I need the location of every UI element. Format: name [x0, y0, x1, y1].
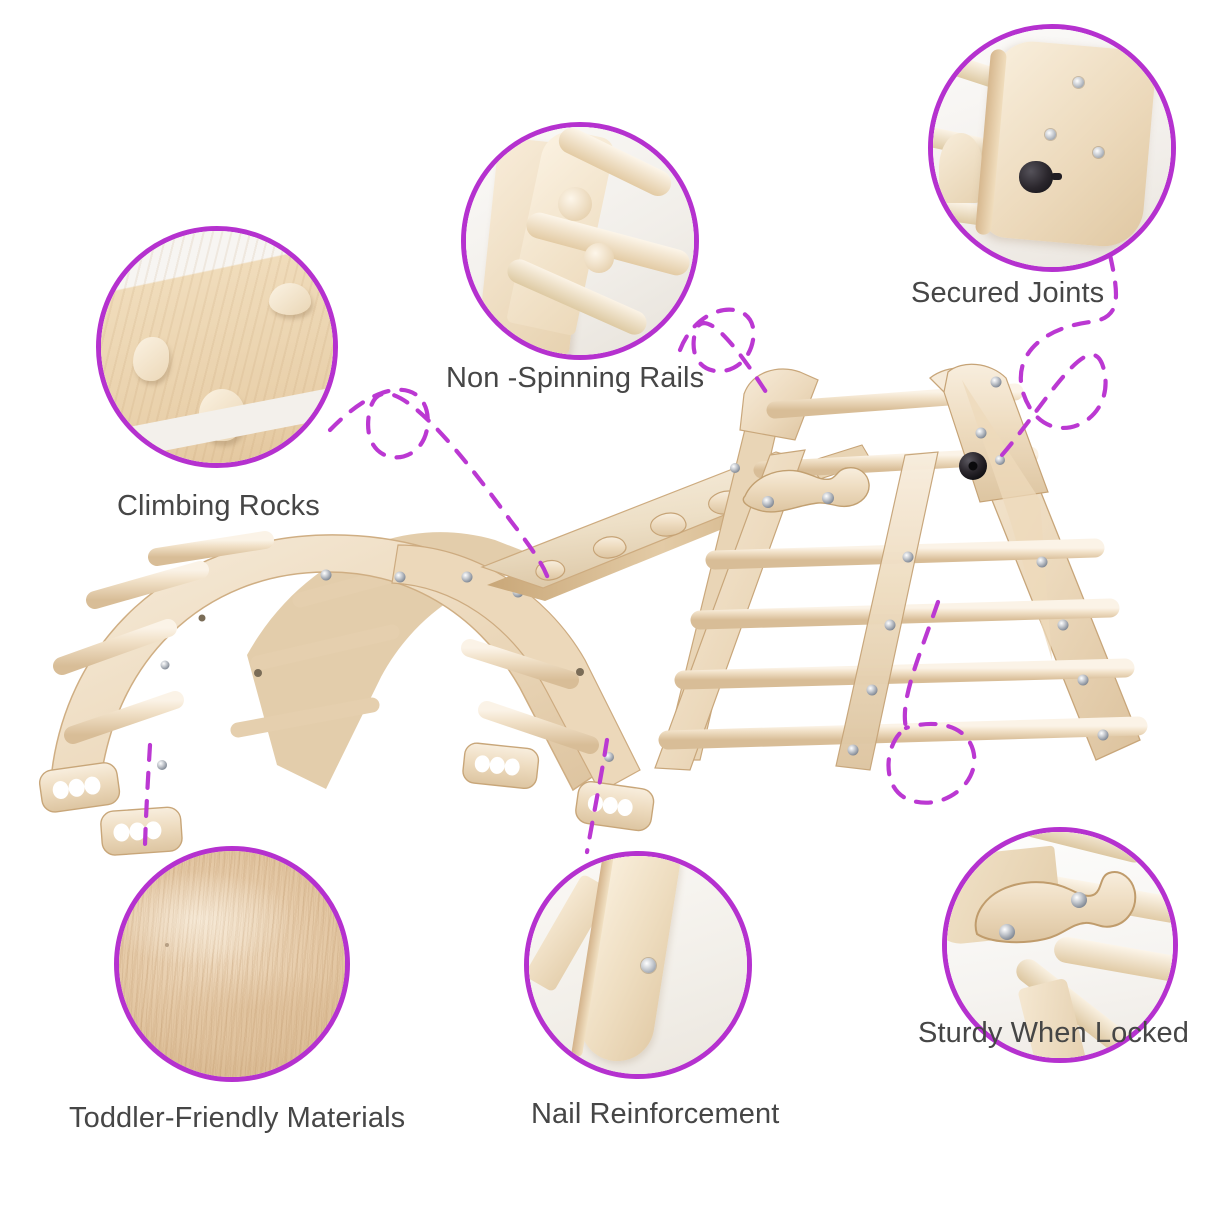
connector-climbing-rocks	[327, 387, 551, 581]
callout-photo-sturdy-when-locked	[942, 827, 1178, 1063]
connector-toddler-friendly-materials	[142, 742, 153, 848]
locking-bracket	[742, 467, 870, 513]
callout-label-secured-joints: Secured Joints	[911, 277, 1105, 309]
arch-screws	[157, 569, 614, 770]
reinforcement-screw-icon	[641, 958, 656, 973]
callout-label-sturdy-when-locked: Sturdy When Locked	[918, 1017, 1189, 1049]
lock-knob-icon	[1019, 161, 1053, 193]
callout-label-climbing-rocks: Climbing Rocks	[117, 490, 320, 522]
callout-photo-secured-joints	[928, 24, 1176, 272]
connector-sturdy-when-locked	[886, 599, 977, 805]
callout-photo-non-spinning-rails	[461, 122, 699, 360]
climbing-triangle	[654, 363, 1148, 771]
climbing-rock-grips	[535, 470, 799, 581]
callout-label-non-spinning-rails: Non -Spinning Rails	[446, 362, 705, 394]
connector-nail-reinforcement	[584, 737, 610, 855]
callout-photo-toddler-friendly-materials	[114, 846, 350, 1082]
ladder-rungs	[658, 538, 1148, 750]
triangle-screws	[730, 376, 1109, 756]
lock-bracket-icon	[974, 871, 1137, 944]
callout-photo-climbing-rocks	[96, 226, 338, 468]
callout-label-toddler-friendly-materials: Toddler-Friendly Materials	[69, 1102, 406, 1134]
arch-feet	[38, 742, 655, 856]
callout-photo-nail-reinforcement	[524, 851, 752, 1079]
arch-rocker	[38, 531, 655, 856]
callout-label-nail-reinforcement: Nail Reinforcement	[531, 1098, 780, 1130]
triangle-lock-knob	[959, 452, 987, 480]
ramp-board	[480, 444, 873, 601]
